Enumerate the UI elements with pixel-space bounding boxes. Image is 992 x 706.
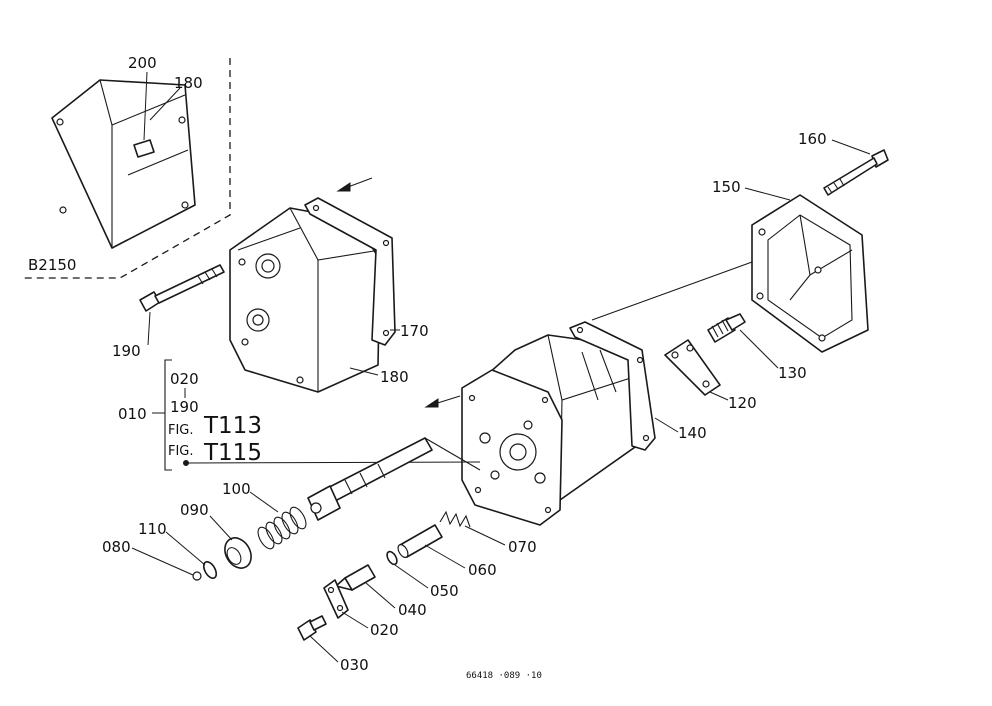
- label-080: 080: [102, 538, 131, 556]
- cover-150: [751, 194, 869, 353]
- label-060: 060: [468, 561, 497, 579]
- group-bracket-010: [164, 359, 172, 471]
- label-fig-word-1: FIG.: [168, 423, 194, 438]
- leader-180: [349, 367, 379, 376]
- label-fig-word-2: FIG.: [168, 444, 194, 459]
- label-fig-t113: T113: [203, 413, 262, 439]
- inset-cover-b2150: [51, 79, 196, 249]
- label-050: 050: [430, 582, 459, 600]
- alignment-line: [591, 261, 753, 321]
- label-140: 140: [678, 424, 707, 442]
- plate-120: [664, 339, 721, 396]
- leader-180-top: [149, 87, 181, 121]
- arrow-head-mid: [424, 398, 439, 408]
- ring-110: [202, 561, 218, 579]
- label-180: 180: [380, 368, 409, 386]
- label-190: 190: [112, 342, 141, 360]
- label-020: 020: [370, 621, 399, 639]
- footer-code: 66418 ·089 ·10: [466, 671, 542, 681]
- leader-130: [739, 329, 779, 369]
- label-070: 070: [508, 538, 537, 556]
- leader-020: [341, 611, 369, 629]
- label-010: 010: [118, 405, 147, 423]
- leader-200: [143, 71, 148, 141]
- plug-130: [707, 313, 746, 343]
- sleeve-060: [397, 524, 443, 558]
- leader-fig-t115: [185, 461, 481, 464]
- inset-boundary: [22, 58, 231, 279]
- label-180-top: 180: [174, 74, 203, 92]
- label-160: 160: [798, 130, 827, 148]
- leader-100: [249, 491, 279, 513]
- bolt-160: [823, 149, 889, 196]
- label-100: 100: [222, 480, 251, 498]
- label-020-group: 020: [170, 370, 199, 388]
- label-130: 130: [778, 364, 807, 382]
- spool-shaft: [307, 437, 481, 521]
- ball-080: [192, 571, 202, 581]
- label-fig-t115: T115: [203, 440, 262, 466]
- label-170: 170: [400, 322, 429, 340]
- bolt-030: [297, 615, 327, 641]
- leader-040: [365, 582, 396, 609]
- leader-060: [424, 544, 466, 569]
- label-040: 040: [398, 601, 427, 619]
- plate-020: [323, 579, 349, 619]
- front-plate: [461, 369, 563, 526]
- arrow-head-top: [336, 182, 351, 192]
- leader-110: [165, 531, 206, 566]
- leader-030: [309, 635, 339, 663]
- leader-150: [744, 187, 791, 201]
- oring-050: [386, 550, 398, 566]
- gasket-170: [304, 197, 396, 346]
- label-120: 120: [728, 394, 757, 412]
- collar-090: [224, 537, 252, 569]
- leader-070: [464, 525, 506, 546]
- label-090: 090: [180, 501, 209, 519]
- label-190-group: 190: [170, 398, 199, 416]
- label-110: 110: [138, 520, 167, 538]
- label-150: 150: [712, 178, 741, 196]
- leader-190: [147, 311, 151, 346]
- label-030: 030: [340, 656, 369, 674]
- leader-080: [131, 547, 194, 576]
- label-model-b2150: B2150: [28, 256, 76, 274]
- bolt-190: [139, 264, 225, 312]
- spring-070: [439, 510, 471, 528]
- poppet-040: [335, 564, 376, 591]
- leader-050: [394, 564, 429, 589]
- gasket-140: [569, 321, 656, 451]
- leader-140: [654, 417, 679, 433]
- leader-120: [709, 391, 729, 401]
- label-200: 200: [128, 54, 157, 72]
- spring-100: [257, 506, 307, 550]
- leader-160: [831, 139, 871, 155]
- leader-090: [209, 515, 233, 541]
